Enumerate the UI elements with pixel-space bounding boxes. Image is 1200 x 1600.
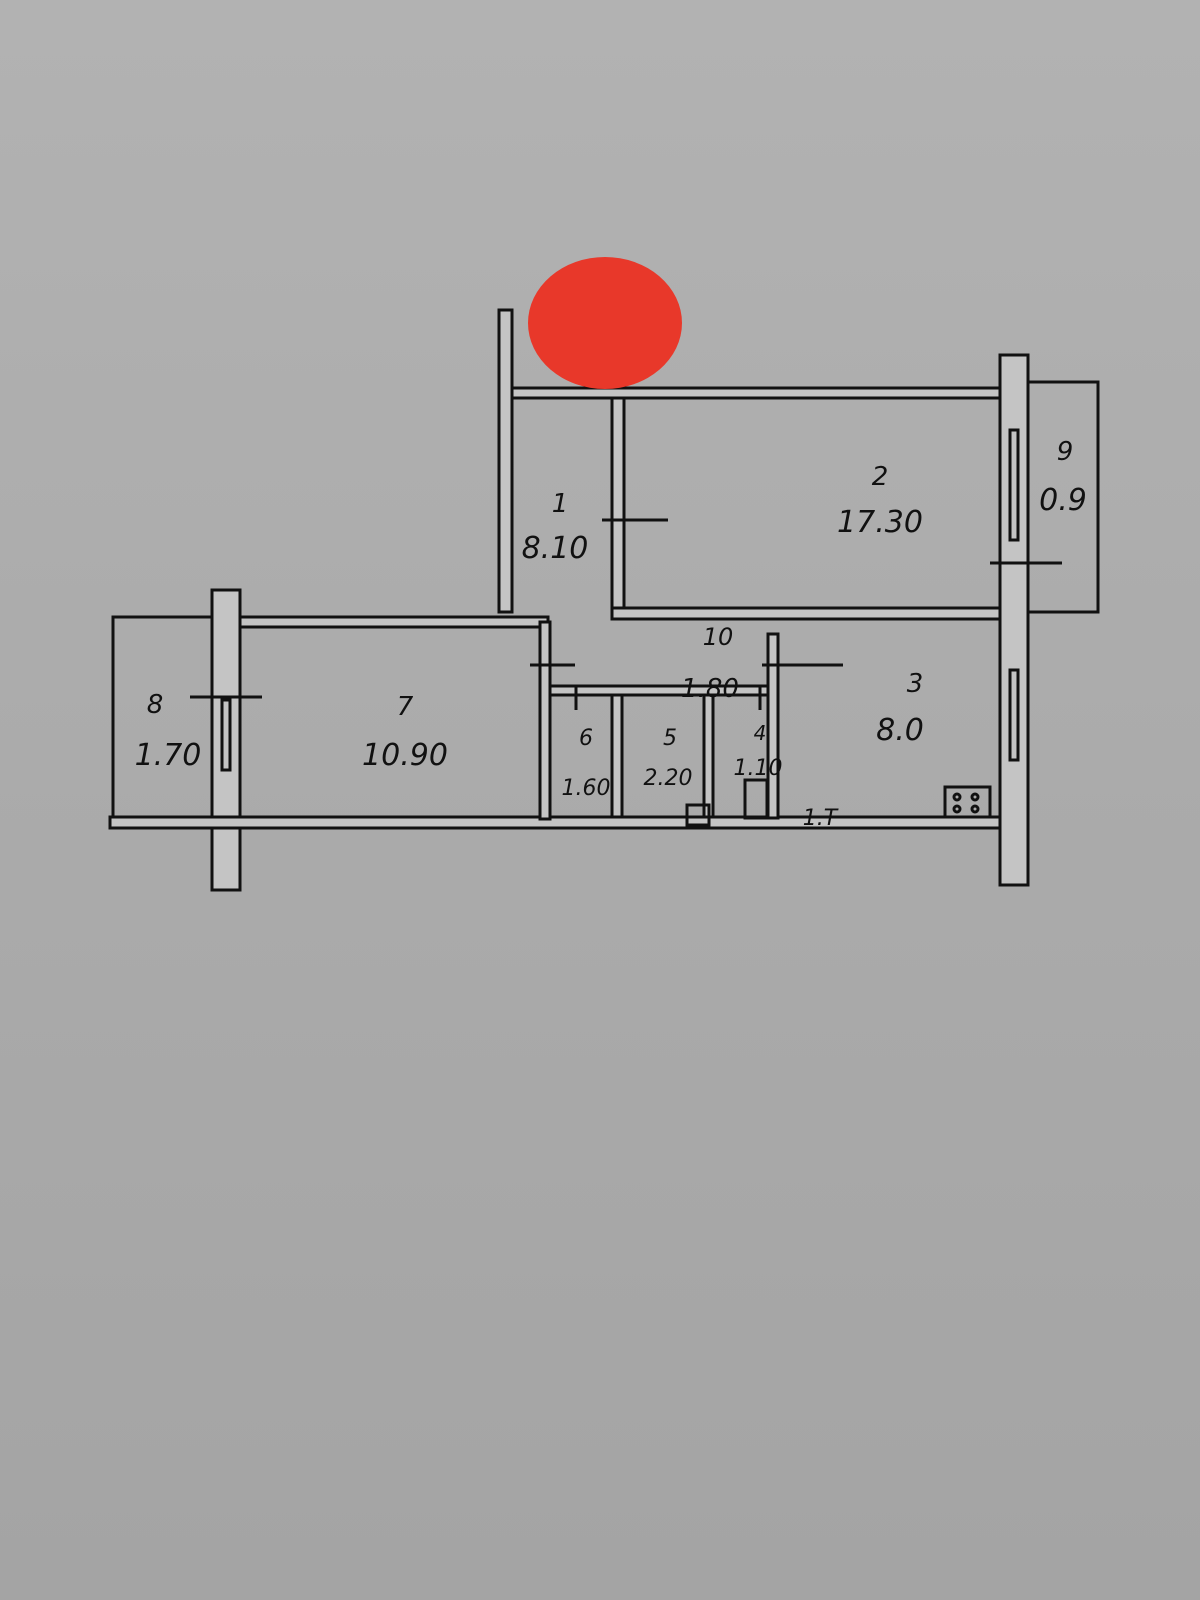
svg-text:10.90: 10.90 bbox=[362, 738, 448, 773]
svg-text:8.0: 8.0 bbox=[876, 713, 924, 748]
svg-text:0.9: 0.9 bbox=[1039, 483, 1087, 518]
left-exterior-wall bbox=[210, 588, 242, 892]
stove-burner-icon bbox=[970, 792, 980, 802]
svg-text:3: 3 bbox=[907, 669, 924, 699]
window-room-3 bbox=[1008, 668, 1020, 762]
svg-text:8.10: 8.10 bbox=[522, 531, 589, 566]
room-label-9: 9 0.9 bbox=[1039, 437, 1087, 518]
svg-text:2: 2 bbox=[872, 462, 889, 492]
stove-burner-icon bbox=[952, 792, 962, 802]
svg-text:1.60: 1.60 bbox=[562, 776, 611, 801]
bath-fixture-icon bbox=[685, 803, 711, 827]
top-wall bbox=[510, 386, 1002, 400]
svg-text:8: 8 bbox=[147, 690, 164, 720]
svg-text:6: 6 bbox=[579, 726, 593, 751]
svg-text:4: 4 bbox=[754, 721, 767, 745]
redaction-blob bbox=[528, 257, 682, 389]
partition-6-5 bbox=[610, 693, 624, 819]
room-2-left-wall bbox=[610, 396, 626, 618]
room-label-8: 8 1.70 bbox=[135, 690, 202, 773]
room-label-2: 2 17.30 bbox=[837, 462, 923, 540]
window-room-2 bbox=[1008, 428, 1020, 542]
svg-text:2.20: 2.20 bbox=[644, 766, 693, 791]
room-7-right-wall bbox=[538, 620, 552, 821]
svg-text:7: 7 bbox=[397, 692, 414, 722]
room-7-top-wall bbox=[238, 615, 550, 629]
window-room-7 bbox=[220, 698, 232, 772]
svg-text:17.30: 17.30 bbox=[837, 505, 923, 540]
room-1-left-wall bbox=[497, 308, 514, 614]
partition-5-4 bbox=[702, 693, 715, 819]
room-label-3: 3 8.0 bbox=[876, 669, 924, 748]
svg-text:9: 9 bbox=[1057, 437, 1074, 467]
room-label-7: 7 10.90 bbox=[362, 692, 448, 773]
svg-text:1: 1 bbox=[552, 489, 569, 519]
bottom-wall bbox=[108, 815, 1002, 830]
room-3-left-wall bbox=[766, 632, 780, 820]
svg-text:1.10: 1.10 bbox=[734, 756, 783, 781]
room-label-5: 5 2.20 bbox=[644, 726, 693, 791]
room-label-10: 10 1.80 bbox=[681, 623, 739, 704]
stove-burner-icon bbox=[952, 804, 962, 814]
kitchen-mark: 1.T bbox=[803, 806, 839, 831]
svg-text:1.70: 1.70 bbox=[135, 738, 202, 773]
stove-burner-icon bbox=[970, 804, 980, 814]
door-markers bbox=[190, 518, 1062, 710]
svg-text:10: 10 bbox=[703, 623, 734, 651]
bathroom-top-wall bbox=[548, 684, 770, 697]
svg-text:1.80: 1.80 bbox=[681, 674, 739, 704]
room-label-4: 4 1.10 bbox=[734, 721, 783, 781]
toilet-icon bbox=[743, 778, 769, 820]
stove-icon bbox=[943, 785, 992, 819]
right-exterior-wall bbox=[998, 353, 1030, 887]
room-2-bottom-wall bbox=[610, 606, 1002, 621]
room-label-6: 6 1.60 bbox=[562, 726, 611, 801]
room-label-1: 1 8.10 bbox=[522, 489, 589, 566]
svg-text:5: 5 bbox=[663, 726, 677, 751]
